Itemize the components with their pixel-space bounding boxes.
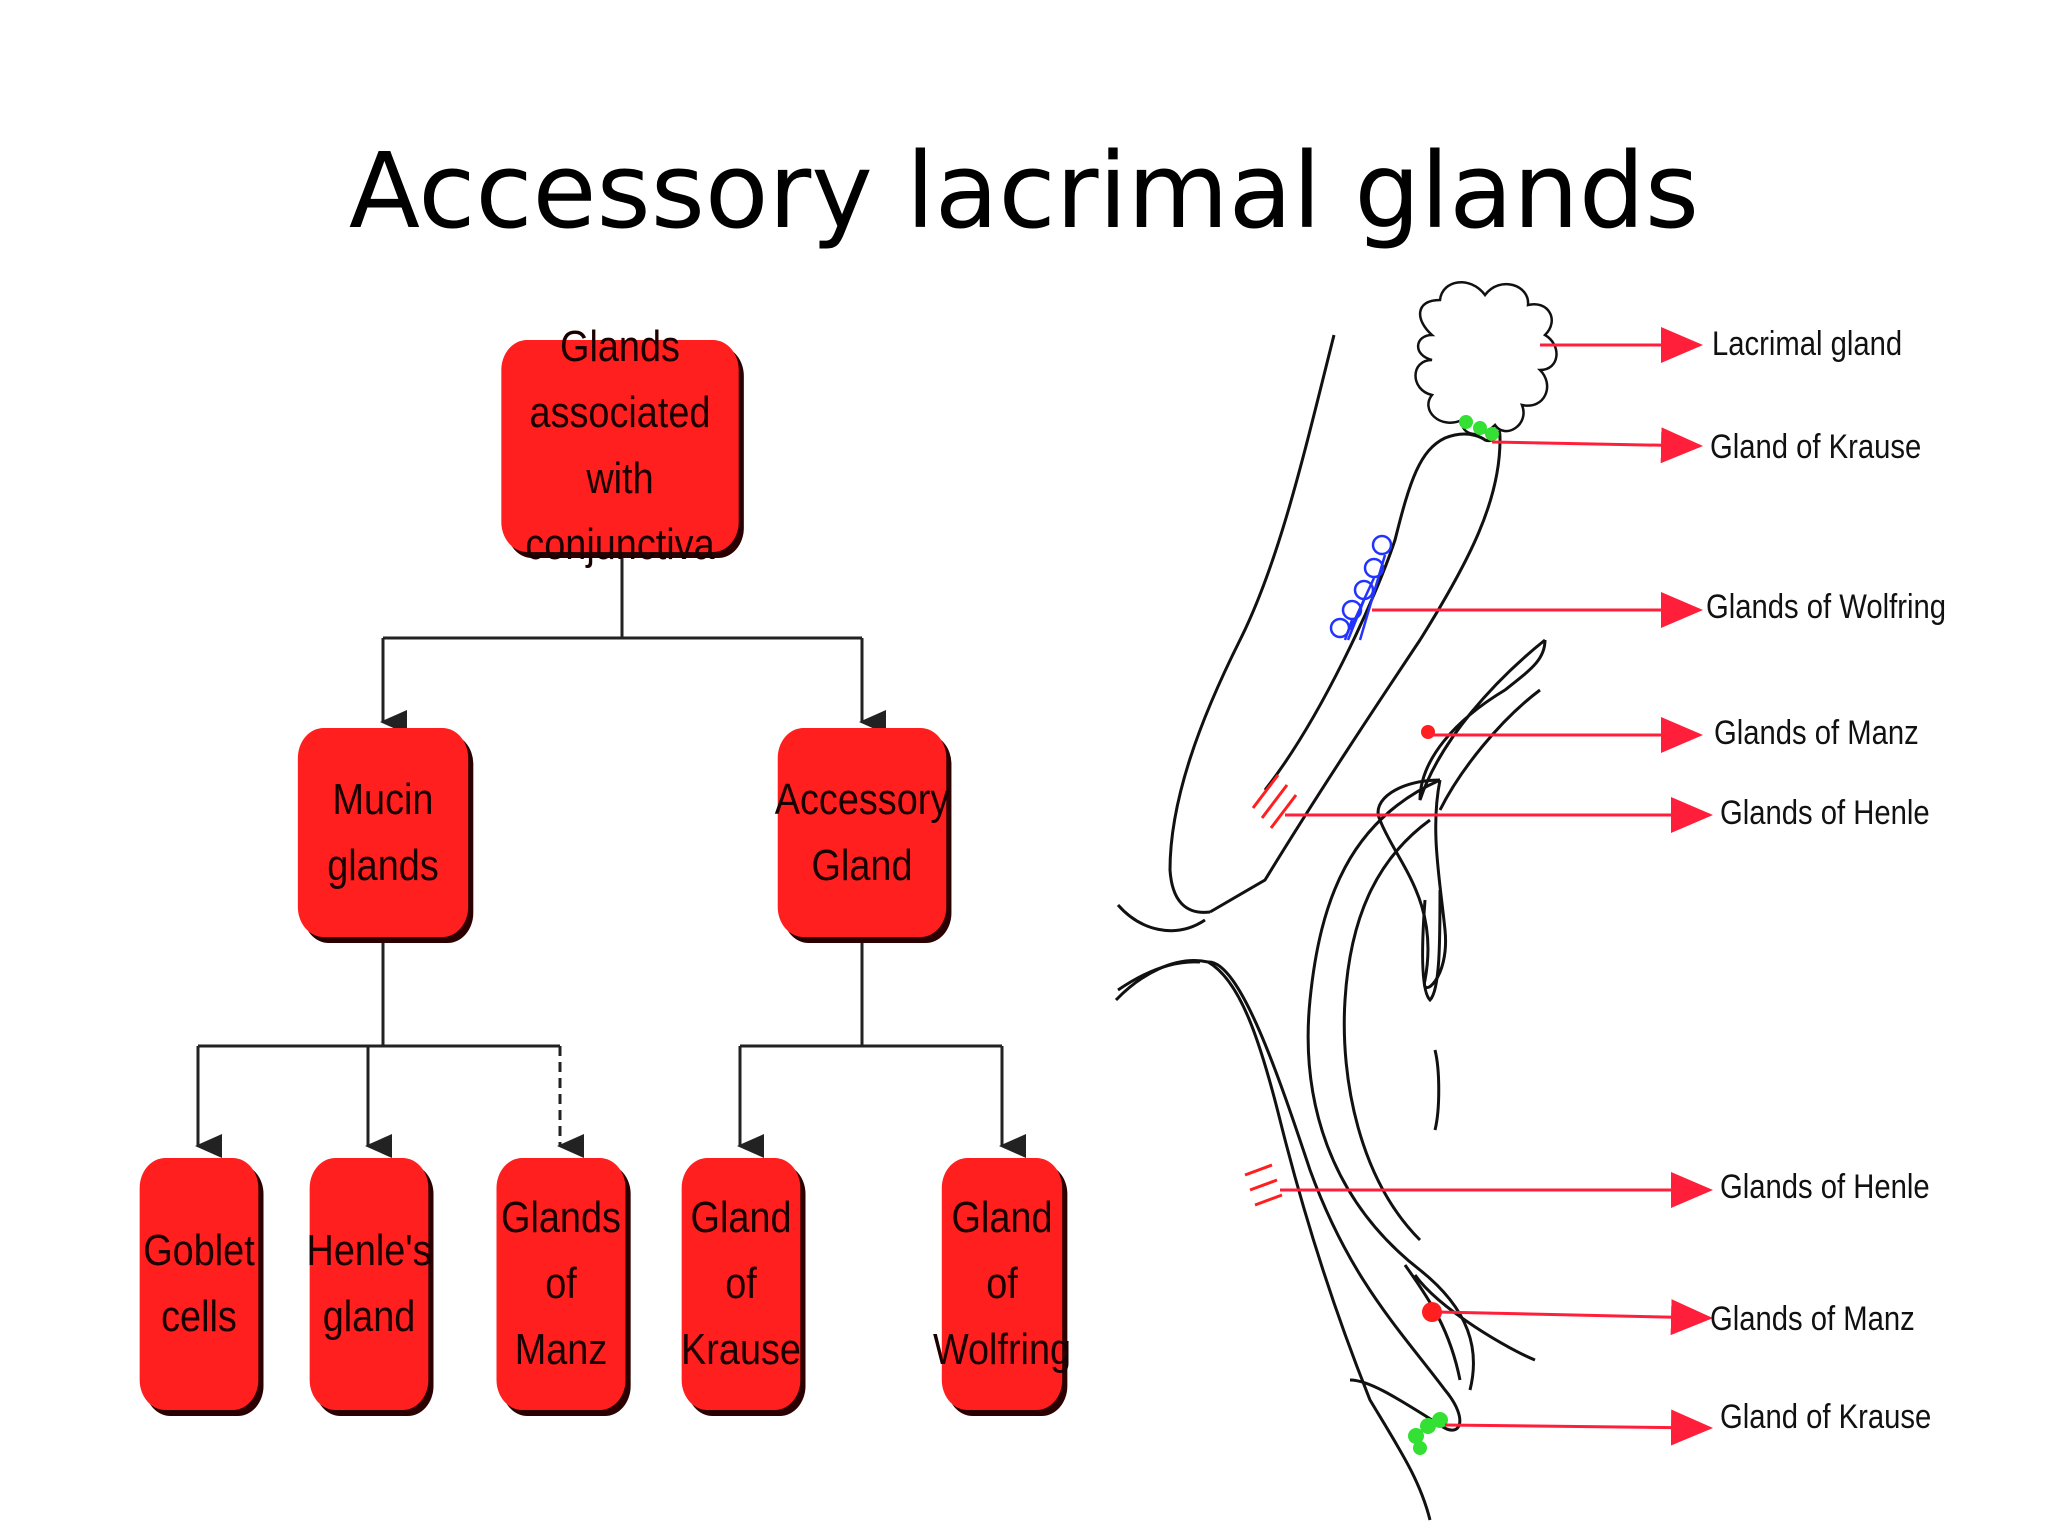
henle-marks-upper xyxy=(1251,774,1298,829)
label-glands-of-manz-upper: Glands of Manz xyxy=(1714,714,1919,752)
gland-of-wolfring-box: Gland of Wolfring xyxy=(933,1158,1071,1410)
krause-glands-upper xyxy=(1459,415,1499,441)
goblet-cells-box: Goblet cells xyxy=(139,1158,259,1410)
label-gland-of-krause-upper: Gland of Krause xyxy=(1710,428,1922,466)
slide-title: Accessory lacrimal glands xyxy=(348,130,1700,252)
label-glands-of-wolfring: Glands of Wolfring xyxy=(1706,588,1946,626)
manz-dot-upper xyxy=(1421,725,1435,739)
krause-glands-lower xyxy=(1408,1412,1448,1455)
henle-marks-lower xyxy=(1244,1163,1283,1207)
label-gland-of-krause-lower: Gland of Krause xyxy=(1720,1398,1932,1436)
label-glands-of-manz-lower: Glands of Manz xyxy=(1710,1300,1915,1338)
label-lacrimal-gland: Lacrimal gland xyxy=(1712,325,1903,363)
eyelid-outline xyxy=(1114,334,1547,1521)
henles-gland-box: Henle's gland xyxy=(306,1158,432,1410)
gland-of-krause-box: Gland of Krause xyxy=(681,1158,801,1410)
accessory-gland-box: Accessory Gland xyxy=(775,728,949,937)
label-glands-of-henle-lower: Glands of Henle xyxy=(1720,1168,1930,1206)
label-glands-of-henle-upper: Glands of Henle xyxy=(1720,794,1930,832)
glands-of-manz-box: Glands of Manz xyxy=(496,1158,626,1410)
lacrimal-gland-shape xyxy=(1414,281,1558,436)
manz-dot-lower xyxy=(1422,1302,1442,1322)
mucin-glands-box: Mucin glands xyxy=(297,728,469,937)
wolfring-glands xyxy=(1329,534,1393,641)
